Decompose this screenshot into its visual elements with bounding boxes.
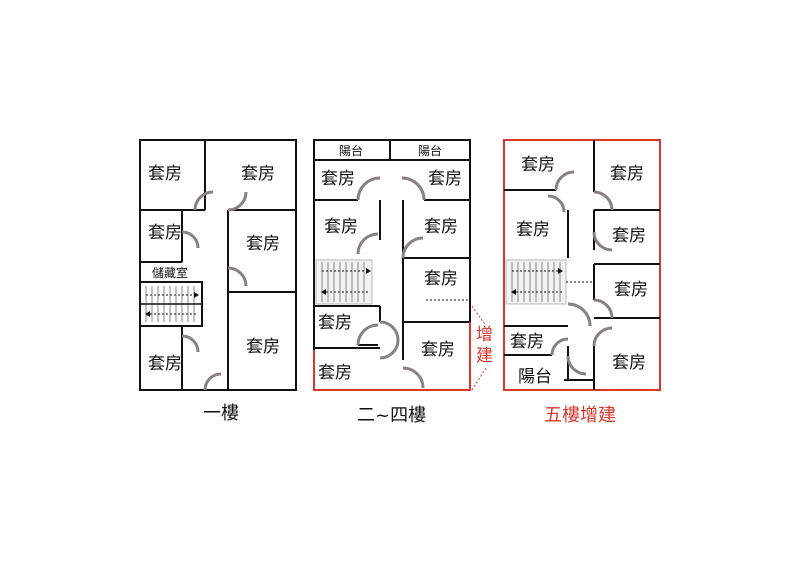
- room-label: 套房: [610, 164, 644, 184]
- room-label: 套房: [424, 269, 458, 289]
- floor-1-plan: 套房 套房 套房 套房 套房 套房 儲藏室 一樓: [139, 139, 297, 424]
- room-label: 套房: [516, 220, 550, 240]
- balcony-label: 陽台: [518, 367, 552, 387]
- room-label: 套房: [424, 217, 458, 237]
- floor-2-4-stairs: [315, 259, 373, 305]
- floor-1-outer-wall: [139, 139, 297, 391]
- extension-note-line1: 增: [476, 325, 493, 345]
- room-label: 套房: [321, 169, 355, 189]
- room-label: 套房: [148, 164, 182, 184]
- storage-label: 儲藏室: [152, 265, 188, 280]
- balcony-label: 陽台: [339, 143, 363, 158]
- floor-5-plan: 套房 套房 套房 套房 套房 套房 套房 陽台 五樓增建: [503, 139, 661, 426]
- room-label: 套房: [241, 164, 275, 184]
- floor-1-caption: 一樓: [203, 403, 239, 424]
- room-label: 套房: [246, 234, 280, 254]
- room-label: 套房: [148, 223, 182, 243]
- room-label: 套房: [246, 337, 280, 357]
- room-label: 套房: [421, 340, 455, 360]
- room-label: 套房: [612, 226, 646, 246]
- floor-5-caption: 五樓增建: [544, 405, 616, 426]
- room-label: 套房: [614, 280, 648, 300]
- floor-2-4-plan: 陽台 陽台 套房 套房 套房 套房 套房 套房 套房 套房 增 建 二~四樓: [313, 139, 493, 426]
- balcony-label: 陽台: [418, 143, 442, 158]
- room-label: 套房: [428, 169, 462, 189]
- room-label: 套房: [148, 354, 182, 374]
- extension-note-line2: 建: [476, 346, 493, 366]
- room-label: 套房: [612, 353, 646, 373]
- room-label: 套房: [318, 363, 352, 383]
- floor-1-stairs: [140, 286, 202, 322]
- room-label: 套房: [521, 155, 555, 175]
- floor-5-stairs: [505, 259, 567, 305]
- floor-2-4-outer-wall: [313, 139, 471, 350]
- floor-2-4-caption: 二~四樓: [357, 405, 426, 426]
- room-label: 套房: [324, 217, 358, 237]
- room-label: 套房: [510, 332, 544, 352]
- room-label: 套房: [318, 313, 352, 333]
